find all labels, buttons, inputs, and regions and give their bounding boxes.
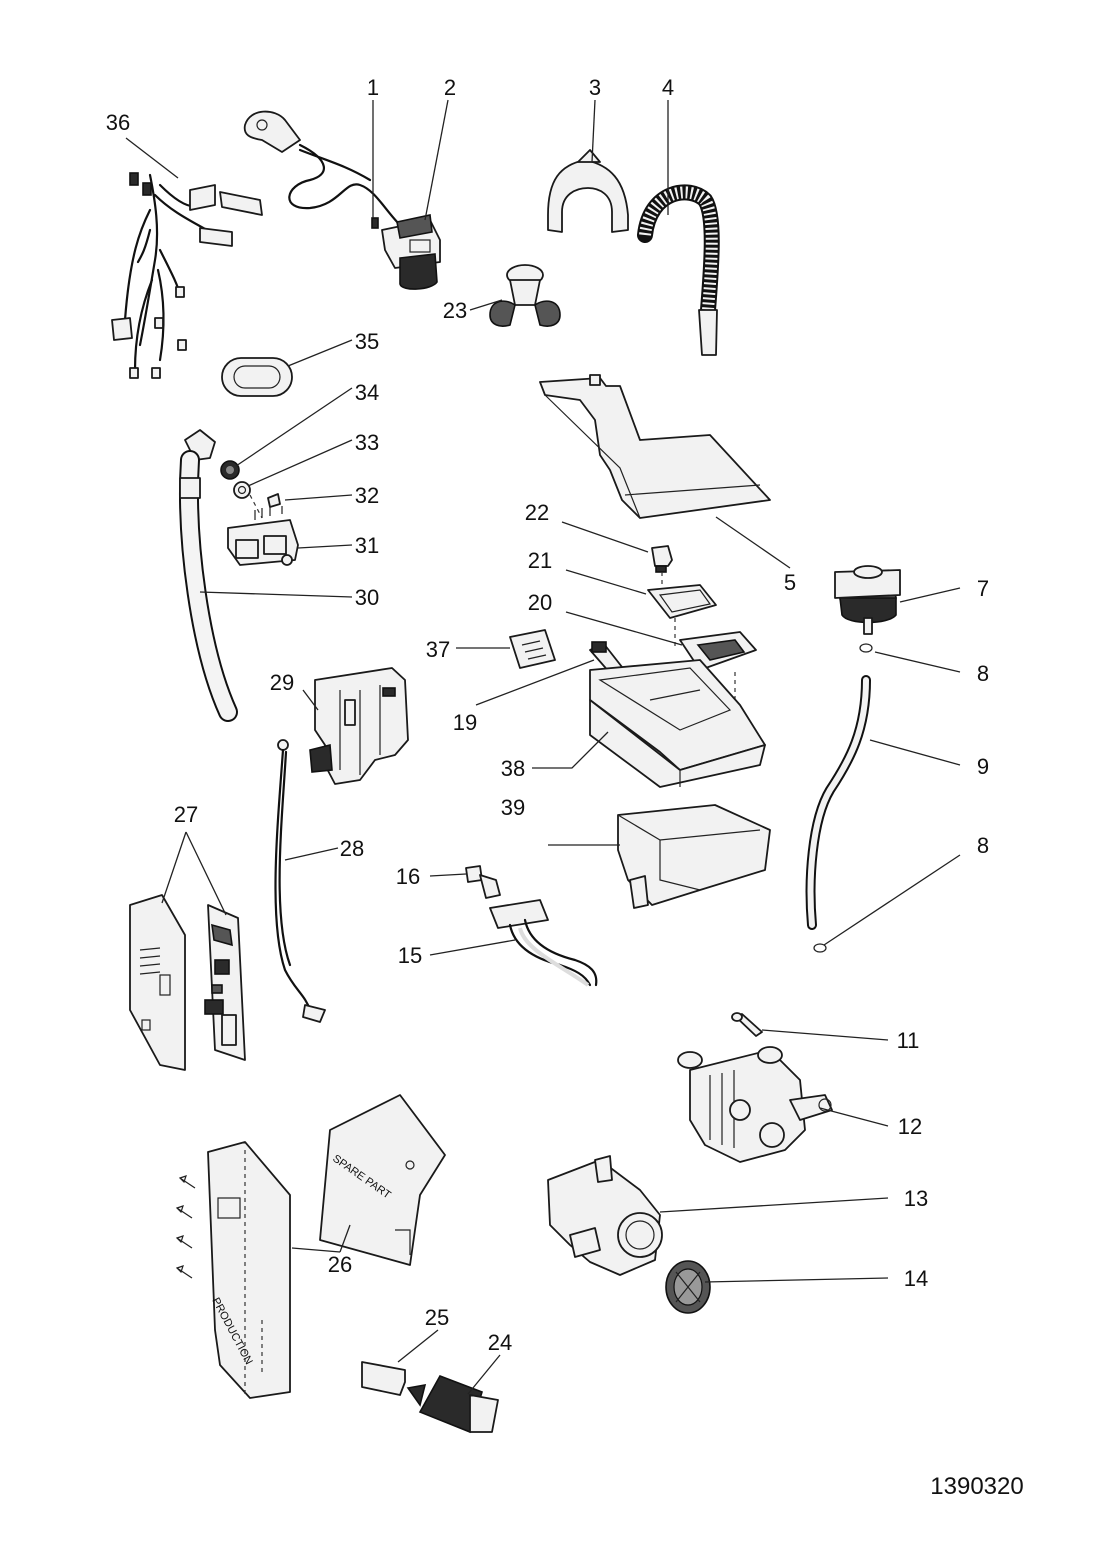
part-labels: 1 2 3 4 5 7 8 8 9 11 12 13 14 15 16 19 2… — [106, 75, 989, 1355]
part-label-35: 35 — [355, 329, 379, 354]
document-number: 1390320 — [930, 1473, 1023, 1500]
part-label-37: 37 — [426, 637, 450, 662]
part-label-39: 39 — [501, 795, 525, 820]
siphon-cap-drawing — [651, 545, 673, 585]
part-label-36: 36 — [106, 110, 130, 135]
part-label-32: 32 — [355, 483, 379, 508]
part-label-22: 22 — [525, 500, 549, 525]
pressure-switch-drawing — [834, 565, 901, 635]
part-label-3: 3 — [589, 75, 601, 100]
door-lock-drawing — [309, 667, 409, 785]
electronic-board-drawing — [129, 894, 246, 1071]
filter-housing-drawing — [547, 1155, 663, 1276]
part-label-26: 26 — [328, 1252, 352, 1277]
part-label-28: 28 — [340, 836, 364, 861]
top-cover-drawing — [539, 374, 771, 519]
hose-guide-drawing — [547, 149, 629, 233]
part-label-11: 11 — [897, 1028, 920, 1053]
part-label-20: 20 — [528, 590, 552, 615]
o-ring-drawing — [813, 643, 873, 953]
grommet-drawing — [221, 357, 293, 397]
heating-element-drawing — [489, 899, 598, 987]
part-label-14: 14 — [904, 1266, 928, 1291]
part-label-21: 21 — [528, 548, 552, 573]
part-label-7: 7 — [977, 576, 989, 601]
ntc-wire-drawing — [274, 739, 326, 1023]
inlet-hose-drawing — [179, 429, 238, 722]
inlet-valve-drawing — [227, 493, 299, 566]
part-label-33: 33 — [355, 430, 379, 455]
part-label-2: 2 — [444, 75, 456, 100]
part-label-12: 12 — [898, 1114, 922, 1139]
part-label-8-lower: 8 — [977, 833, 989, 858]
drain-pump-drawing — [677, 1046, 833, 1163]
spare-part-sheet-drawing — [319, 1094, 446, 1266]
part-label-31: 31 — [355, 533, 379, 558]
drawer-housing-drawing — [617, 804, 771, 909]
flap-drawing — [509, 629, 556, 669]
production-sheet-drawing — [175, 1141, 291, 1399]
part-label-30: 30 — [355, 585, 379, 610]
drain-hose-drawing — [637, 184, 720, 356]
part-label-4: 4 — [662, 75, 674, 100]
data-card-drawing — [361, 1361, 427, 1407]
part-label-15: 15 — [398, 943, 422, 968]
part-label-8-upper: 8 — [977, 661, 989, 686]
screw-drawing — [731, 1012, 763, 1037]
part-label-24: 24 — [488, 1330, 512, 1355]
filter-drawing — [665, 1260, 711, 1314]
part-label-25: 25 — [425, 1305, 449, 1330]
ntc-sensor-drawing — [465, 865, 501, 899]
part-label-27: 27 — [174, 802, 198, 827]
part-label-34: 34 — [355, 380, 379, 405]
filter-seal-drawing — [220, 460, 263, 519]
part-label-13: 13 — [904, 1186, 928, 1211]
dispenser-drawer-drawing — [589, 659, 766, 788]
part-label-23: 23 — [443, 298, 467, 323]
part-label-1: 1 — [367, 75, 379, 100]
usb-memory-drawing — [418, 1375, 499, 1434]
part-label-29: 29 — [270, 670, 294, 695]
part-label-16: 16 — [396, 864, 420, 889]
part-label-38: 38 — [501, 756, 525, 781]
part-label-19: 19 — [453, 710, 477, 735]
leader-lines — [125, 99, 961, 1395]
wiring-harness-drawing — [111, 172, 263, 379]
part-label-9: 9 — [977, 754, 989, 779]
pressure-tube-drawing — [805, 675, 871, 930]
y-connector-drawing — [489, 264, 561, 327]
part-label-5: 5 — [784, 570, 796, 595]
power-cord-drawing — [243, 110, 441, 290]
